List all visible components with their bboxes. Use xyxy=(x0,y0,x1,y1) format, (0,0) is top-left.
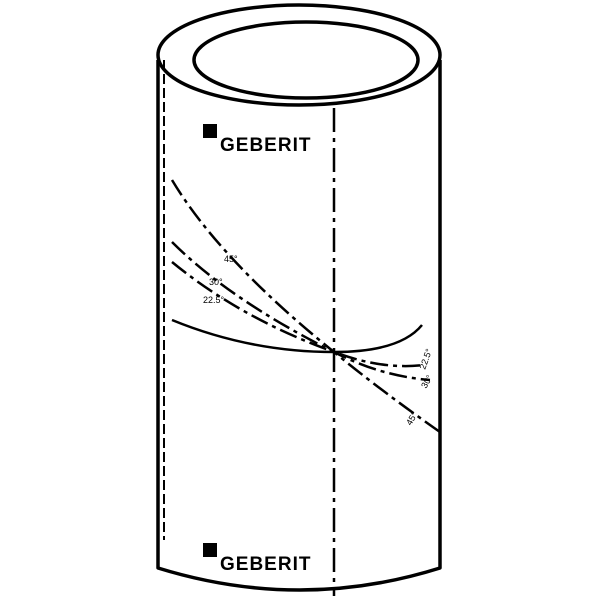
cylinder-body xyxy=(156,60,442,592)
cut-line-45 xyxy=(170,179,441,434)
cut-line-22-5 xyxy=(171,261,425,368)
brand-square-icon xyxy=(203,543,217,557)
brand-wordmark-bottom: GEBERIT xyxy=(220,554,311,575)
cylinder-inner-rim xyxy=(192,20,420,100)
angle-label-22-5-left: 22.5° xyxy=(203,295,225,305)
angle-label-45-right: 45° xyxy=(404,410,420,427)
brand-square-icon xyxy=(203,124,217,138)
brand-wordmark-top: GEBERIT xyxy=(220,135,311,156)
brand-logo-top: GEBERIT xyxy=(203,124,311,156)
straight-cut-line xyxy=(171,318,423,354)
angle-label-30-left: 30° xyxy=(209,277,223,287)
angle-label-45-left: 45° xyxy=(224,254,238,264)
angle-label-22-5-right: 22.5° xyxy=(417,347,434,371)
cut-line-30 xyxy=(171,241,431,382)
cylinder-top-rim xyxy=(156,3,442,107)
brand-logo-bottom: GEBERIT xyxy=(203,543,311,575)
angle-label-30-right: 30° xyxy=(419,373,435,390)
